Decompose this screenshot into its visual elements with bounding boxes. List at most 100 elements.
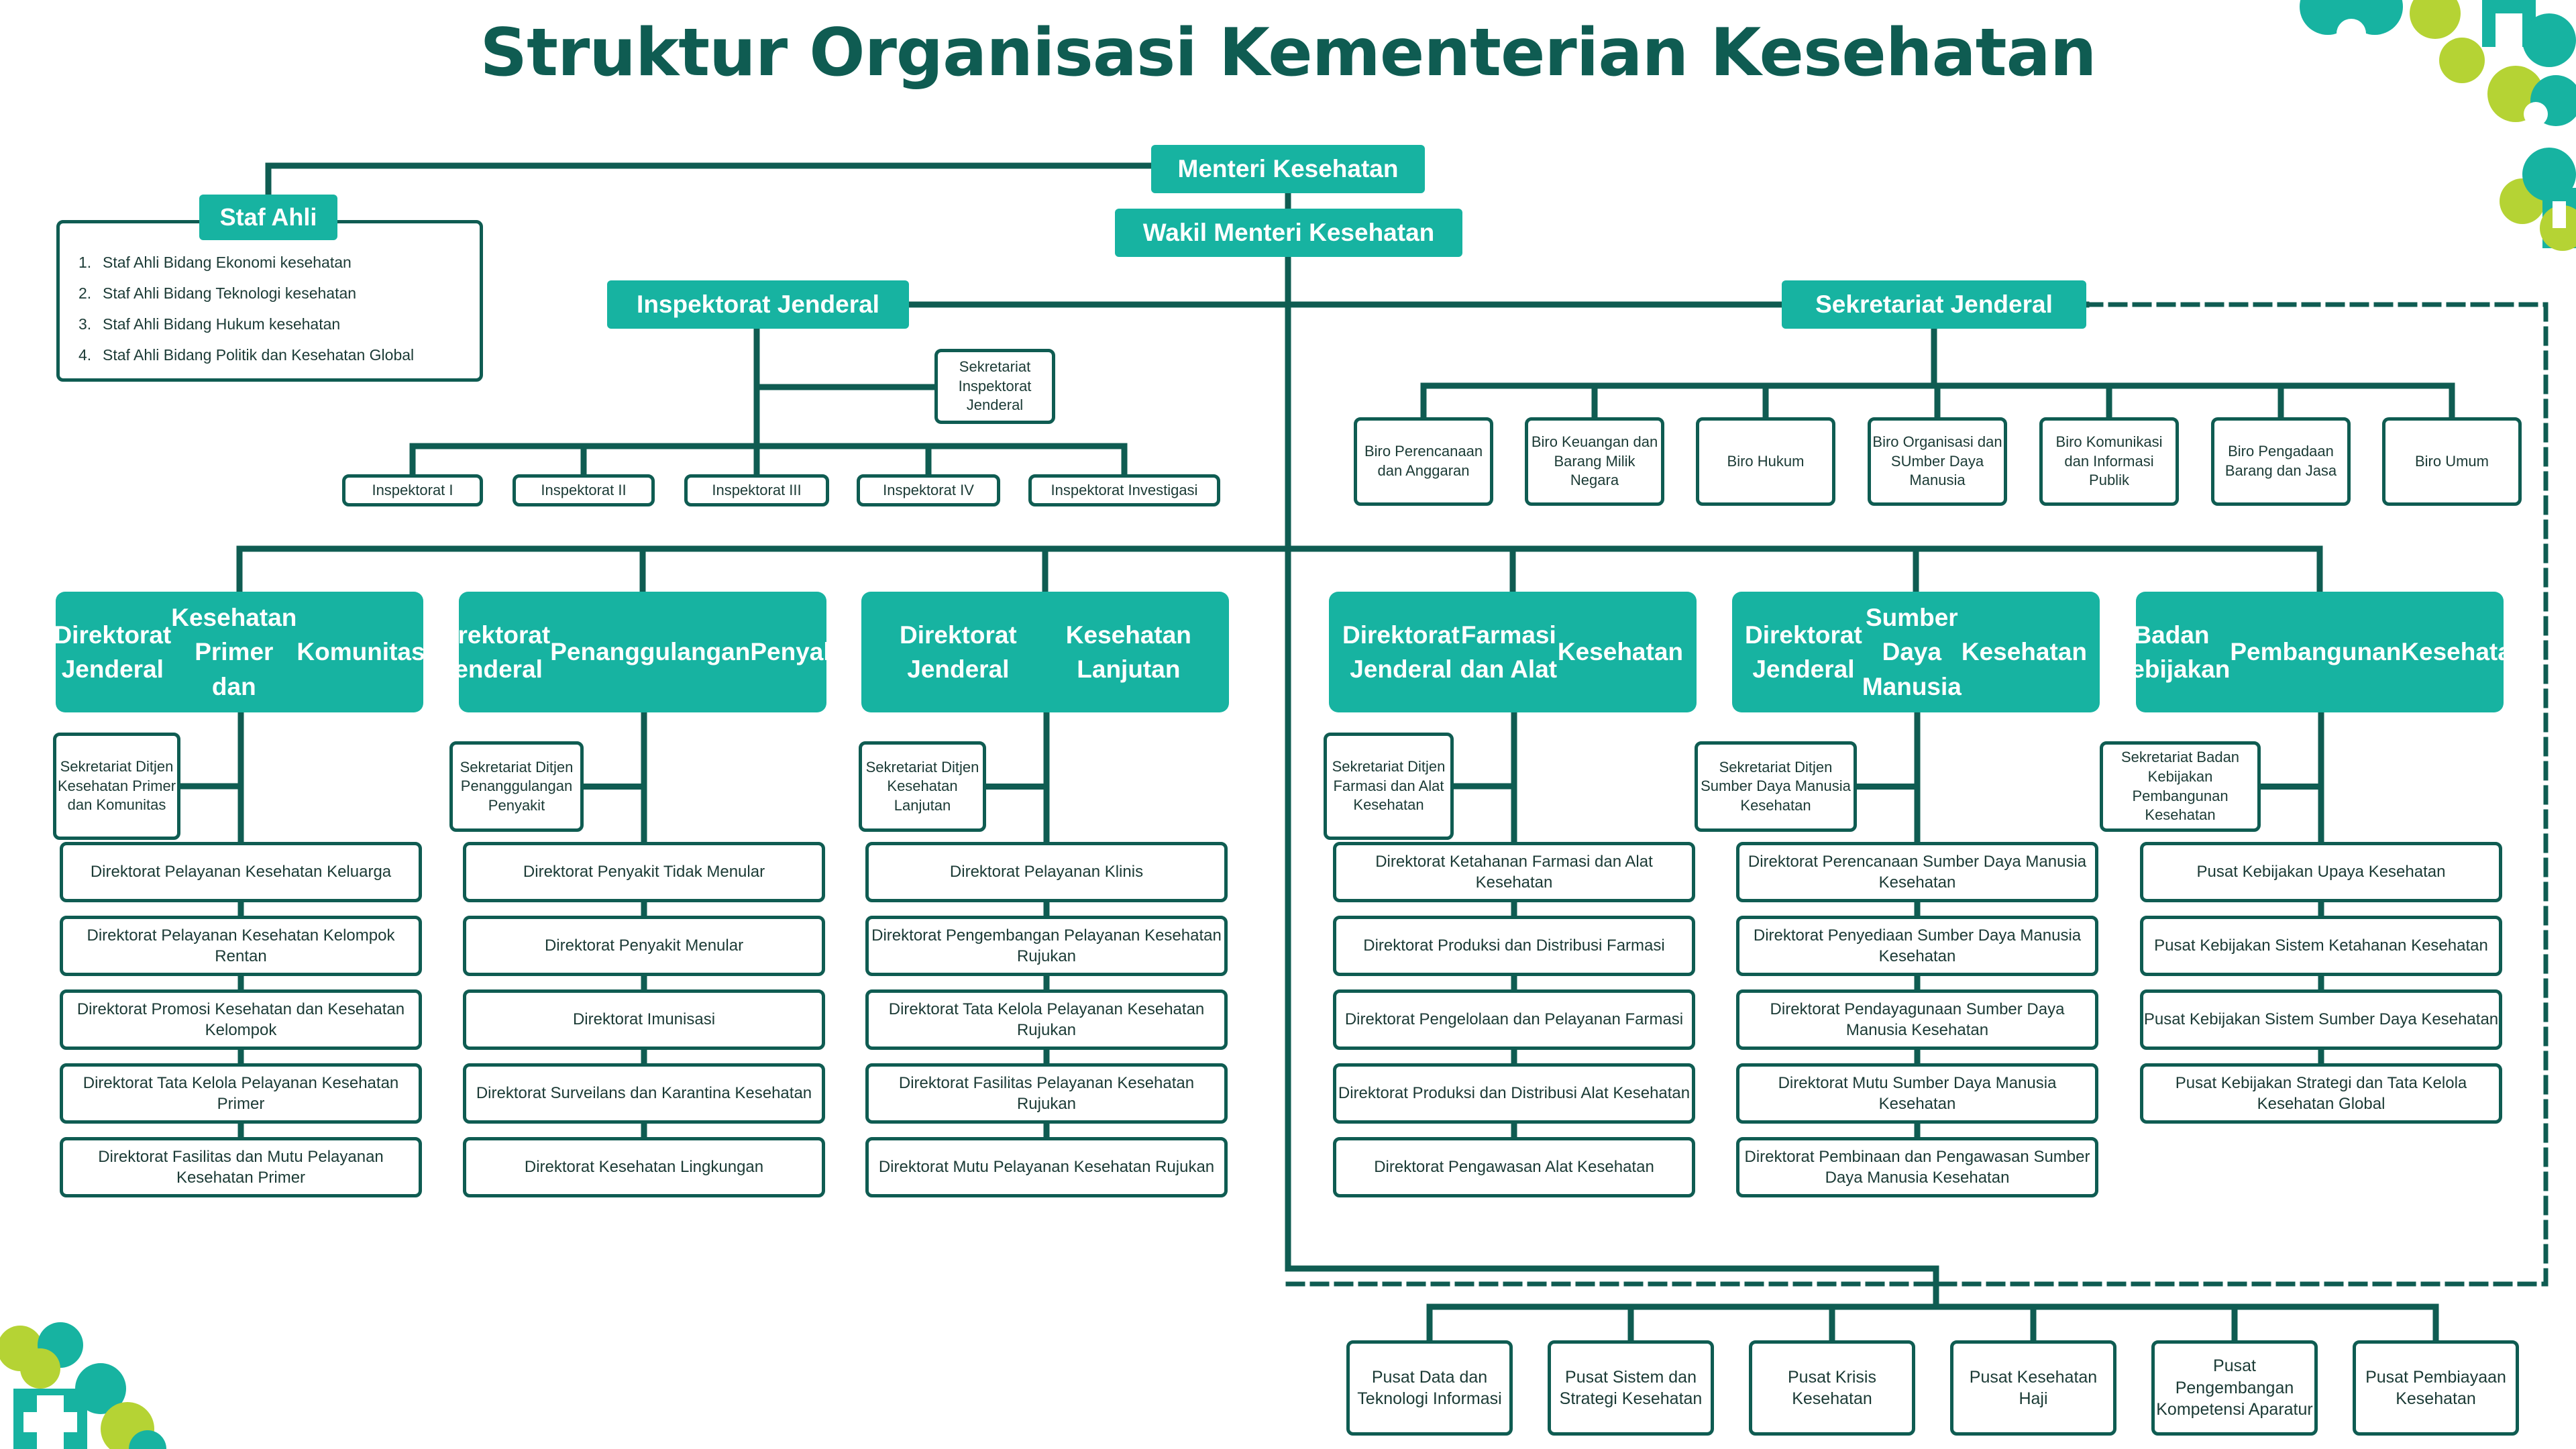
direktorat-unit-box: Direktorat Fasilitas Pelayanan Kesehatan…: [865, 1063, 1228, 1124]
direktorat-unit-box: Pusat Kebijakan Strategi dan Tata Kelola…: [2140, 1063, 2502, 1124]
inspektorat-unit-box: Inspektorat III: [684, 474, 829, 506]
ditjen-title-line: Direktorat Jenderal: [54, 621, 172, 683]
ditjen-title-line: Penyakit: [750, 638, 853, 666]
direktorat-unit-box: Direktorat Pengawasan Alat Kesehatan: [1333, 1137, 1695, 1197]
ditjen-title-line: Direktorat Jenderal: [433, 621, 551, 683]
item-number: 3.: [78, 315, 92, 333]
biro-box: Biro Perencanaan dan Anggaran: [1354, 417, 1493, 506]
direktorat-unit-box: Direktorat Penyakit Menular: [463, 916, 825, 976]
direktorat-unit-box: Direktorat Pembinaan dan Pengawasan Sumb…: [1736, 1137, 2098, 1197]
ditjen-title-line: Komunitas: [297, 638, 425, 666]
biro-box: Biro Keuangan dan Barang Milik Negara: [1525, 417, 1664, 506]
biro-box: Biro Organisasi dan SUmber Daya Manusia: [1868, 417, 2007, 506]
page-title: Struktur Organisasi Kementerian Kesehata…: [480, 15, 2097, 91]
pusat-box: Pusat Data dan Teknologi Informasi: [1346, 1340, 1513, 1436]
biro-box: Biro Komunikasi dan Informasi Publik: [2039, 417, 2179, 506]
ditjen-title-line: Penanggulangan: [550, 638, 751, 666]
inspektorat-unit-box: Inspektorat II: [513, 474, 655, 506]
item-number: 4.: [78, 346, 92, 364]
direktorat-unit-box: Direktorat Pelayanan Klinis: [865, 842, 1228, 902]
direktorat-unit-box: Pusat Kebijakan Sistem Ketahanan Kesehat…: [2140, 916, 2502, 976]
direktorat-unit-box: Direktorat Surveilans dan Karantina Kese…: [463, 1063, 825, 1124]
ditjen-title-line: Kesehatan: [1557, 638, 1683, 666]
ditjen-sekretariat-box: Sekretariat Ditjen Penanggulangan Penyak…: [449, 741, 584, 832]
direktorat-unit-box: Direktorat Promosi Kesehatan dan Kesehat…: [60, 989, 422, 1050]
staf-ahli-item: 3. Staf Ahli Bidang Hukum kesehatan: [78, 309, 414, 339]
ditjen-title-line: Direktorat Jenderal: [1745, 621, 1862, 683]
direktorat-unit-box: Direktorat Pendayagunaan Sumber Daya Man…: [1736, 989, 2098, 1050]
inspektorat-unit-box: Inspektorat Investigasi: [1028, 474, 1220, 506]
petal-cluster-1: [2300, 0, 2576, 251]
pusat-box: Pusat Kesehatan Haji: [1950, 1340, 2116, 1436]
pusat-box: Pusat Pengembangan Kompetensi Aparatur: [2151, 1340, 2318, 1436]
ditjen-title-line: Kesehatan: [1961, 638, 2087, 666]
ditjen-title-line: Kesehatan Primer dan: [171, 604, 297, 700]
ditjen-header-box: Direktorat Jenderal Kesehatan Lanjutan: [861, 592, 1229, 712]
ditjen-title-line: Badan Kebijakan: [2112, 621, 2231, 683]
ditjen-sekretariat-box: Sekretariat Ditjen Kesehatan Lanjutan: [859, 741, 986, 832]
direktorat-unit-box: Direktorat Produksi dan Distribusi Farma…: [1333, 916, 1695, 976]
direktorat-unit-box: Direktorat Imunisasi: [463, 989, 825, 1050]
logo-flower-top-right: [2300, 0, 2576, 251]
ditjen-title-line: Kesehatan: [2401, 638, 2527, 666]
staf-ahli-item: 1. Staf Ahli Bidang Ekonomi kesehatan: [78, 247, 414, 278]
logo-flower-bottom-left: [0, 1322, 166, 1449]
ditjen-title-line: Kesehatan Lanjutan: [1065, 621, 1191, 683]
sekretariat-jenderal-box: Sekretariat Jenderal: [1782, 280, 2086, 329]
direktorat-unit-box: Direktorat Penyakit Tidak Menular: [463, 842, 825, 902]
direktorat-unit-box: Direktorat Tata Kelola Pelayanan Kesehat…: [60, 1063, 422, 1124]
staf-ahli-list: 1. Staf Ahli Bidang Ekonomi kesehatan 2. St…: [78, 247, 414, 370]
direktorat-unit-box: Direktorat Produksi dan Distribusi Alat …: [1333, 1063, 1695, 1124]
item-number: 1.: [78, 254, 92, 271]
direktorat-unit-box: Pusat Kebijakan Upaya Kesehatan: [2140, 842, 2502, 902]
pusat-box: Pusat Krisis Kesehatan: [1749, 1340, 1915, 1436]
item-text: Staf Ahli Bidang Ekonomi kesehatan: [103, 254, 352, 271]
sekretariat-inspektorat-box: Sekretariat Inspektorat Jenderal: [934, 349, 1055, 424]
direktorat-unit-box: Direktorat Tata Kelola Pelayanan Kesehat…: [865, 989, 1228, 1050]
ditjen-sekretariat-box: Sekretariat Badan Kebijakan Pembangunan …: [2100, 741, 2261, 832]
biro-box: Biro Pengadaan Barang dan Jasa: [2211, 417, 2351, 506]
staf-ahli-item: 4. Staf Ahli Bidang Politik dan Kesehatan…: [78, 339, 414, 370]
item-text: Staf Ahli Bidang Hukum kesehatan: [103, 315, 341, 333]
biro-box: Biro Hukum: [1696, 417, 1835, 506]
ditjen-sekretariat-box: Sekretariat Ditjen Kesehatan Primer dan …: [53, 733, 180, 840]
staf-ahli-box: [56, 220, 483, 382]
direktorat-unit-box: Direktorat Perencanaan Sumber Daya Manus…: [1736, 842, 2098, 902]
direktorat-unit-box: Direktorat Ketahanan Farmasi dan Alat Ke…: [1333, 842, 1695, 902]
pusat-box: Pusat Sistem dan Strategi Kesehatan: [1548, 1340, 1714, 1436]
direktorat-unit-box: Direktorat Fasilitas dan Mutu Pelayanan …: [60, 1137, 422, 1197]
direktorat-unit-box: Direktorat Pelayanan Kesehatan Kelompok …: [60, 916, 422, 976]
wakil-menteri-box: Wakil Menteri Kesehatan: [1115, 209, 1462, 257]
pusat-box: Pusat Pembiayaan Kesehatan: [2353, 1340, 2519, 1436]
direktorat-unit-box: Direktorat Pelayanan Kesehatan Keluarga: [60, 842, 422, 902]
direktorat-unit-box: Direktorat Penyediaan Sumber Daya Manusi…: [1736, 916, 2098, 976]
direktorat-unit-box: Direktorat Mutu Pelayanan Kesehatan Ruju…: [865, 1137, 1228, 1197]
item-text: Staf Ahli Bidang Politik dan Kesehatan G…: [103, 346, 415, 364]
ditjen-sekretariat-box: Sekretariat Ditjen Farmasi dan Alat Kese…: [1324, 733, 1454, 840]
ditjen-title-line: Direktorat Jenderal: [1342, 621, 1460, 683]
biro-box: Biro Umum: [2382, 417, 2522, 506]
direktorat-unit-box: Direktorat Pengelolaan dan Pelayanan Far…: [1333, 989, 1695, 1050]
menteri-box: Menteri Kesehatan: [1151, 145, 1425, 193]
item-text: Staf Ahli Bidang Teknologi kesehatan: [103, 284, 357, 302]
ditjen-sekretariat-box: Sekretariat Ditjen Sumber Daya Manusia K…: [1695, 741, 1857, 832]
inspektorat-unit-box: Inspektorat IV: [857, 474, 1000, 506]
ditjen-title-line: Pembangunan: [2230, 638, 2402, 666]
staf-ahli-title: Staf Ahli: [199, 195, 337, 240]
direktorat-unit-box: Pusat Kebijakan Sistem Sumber Daya Keseh…: [2140, 989, 2502, 1050]
direktorat-unit-box: Direktorat Mutu Sumber Daya Manusia Kese…: [1736, 1063, 2098, 1124]
item-number: 2.: [78, 284, 92, 302]
direktorat-unit-box: Direktorat Kesehatan Lingkungan: [463, 1137, 825, 1197]
ditjen-title-line: Direktorat Jenderal: [899, 621, 1017, 683]
ditjen-title-line: Sumber Daya Manusia: [1862, 604, 1962, 700]
inspektorat-jenderal-box: Inspektorat Jenderal: [607, 280, 909, 329]
direktorat-unit-box: Direktorat Pengembangan Pelayanan Keseha…: [865, 916, 1228, 976]
staf-ahli-item: 2. Staf Ahli Bidang Teknologi kesehatan: [78, 278, 414, 309]
ditjen-title-line: Farmasi dan Alat: [1460, 621, 1558, 683]
inspektorat-unit-box: Inspektorat I: [342, 474, 483, 506]
